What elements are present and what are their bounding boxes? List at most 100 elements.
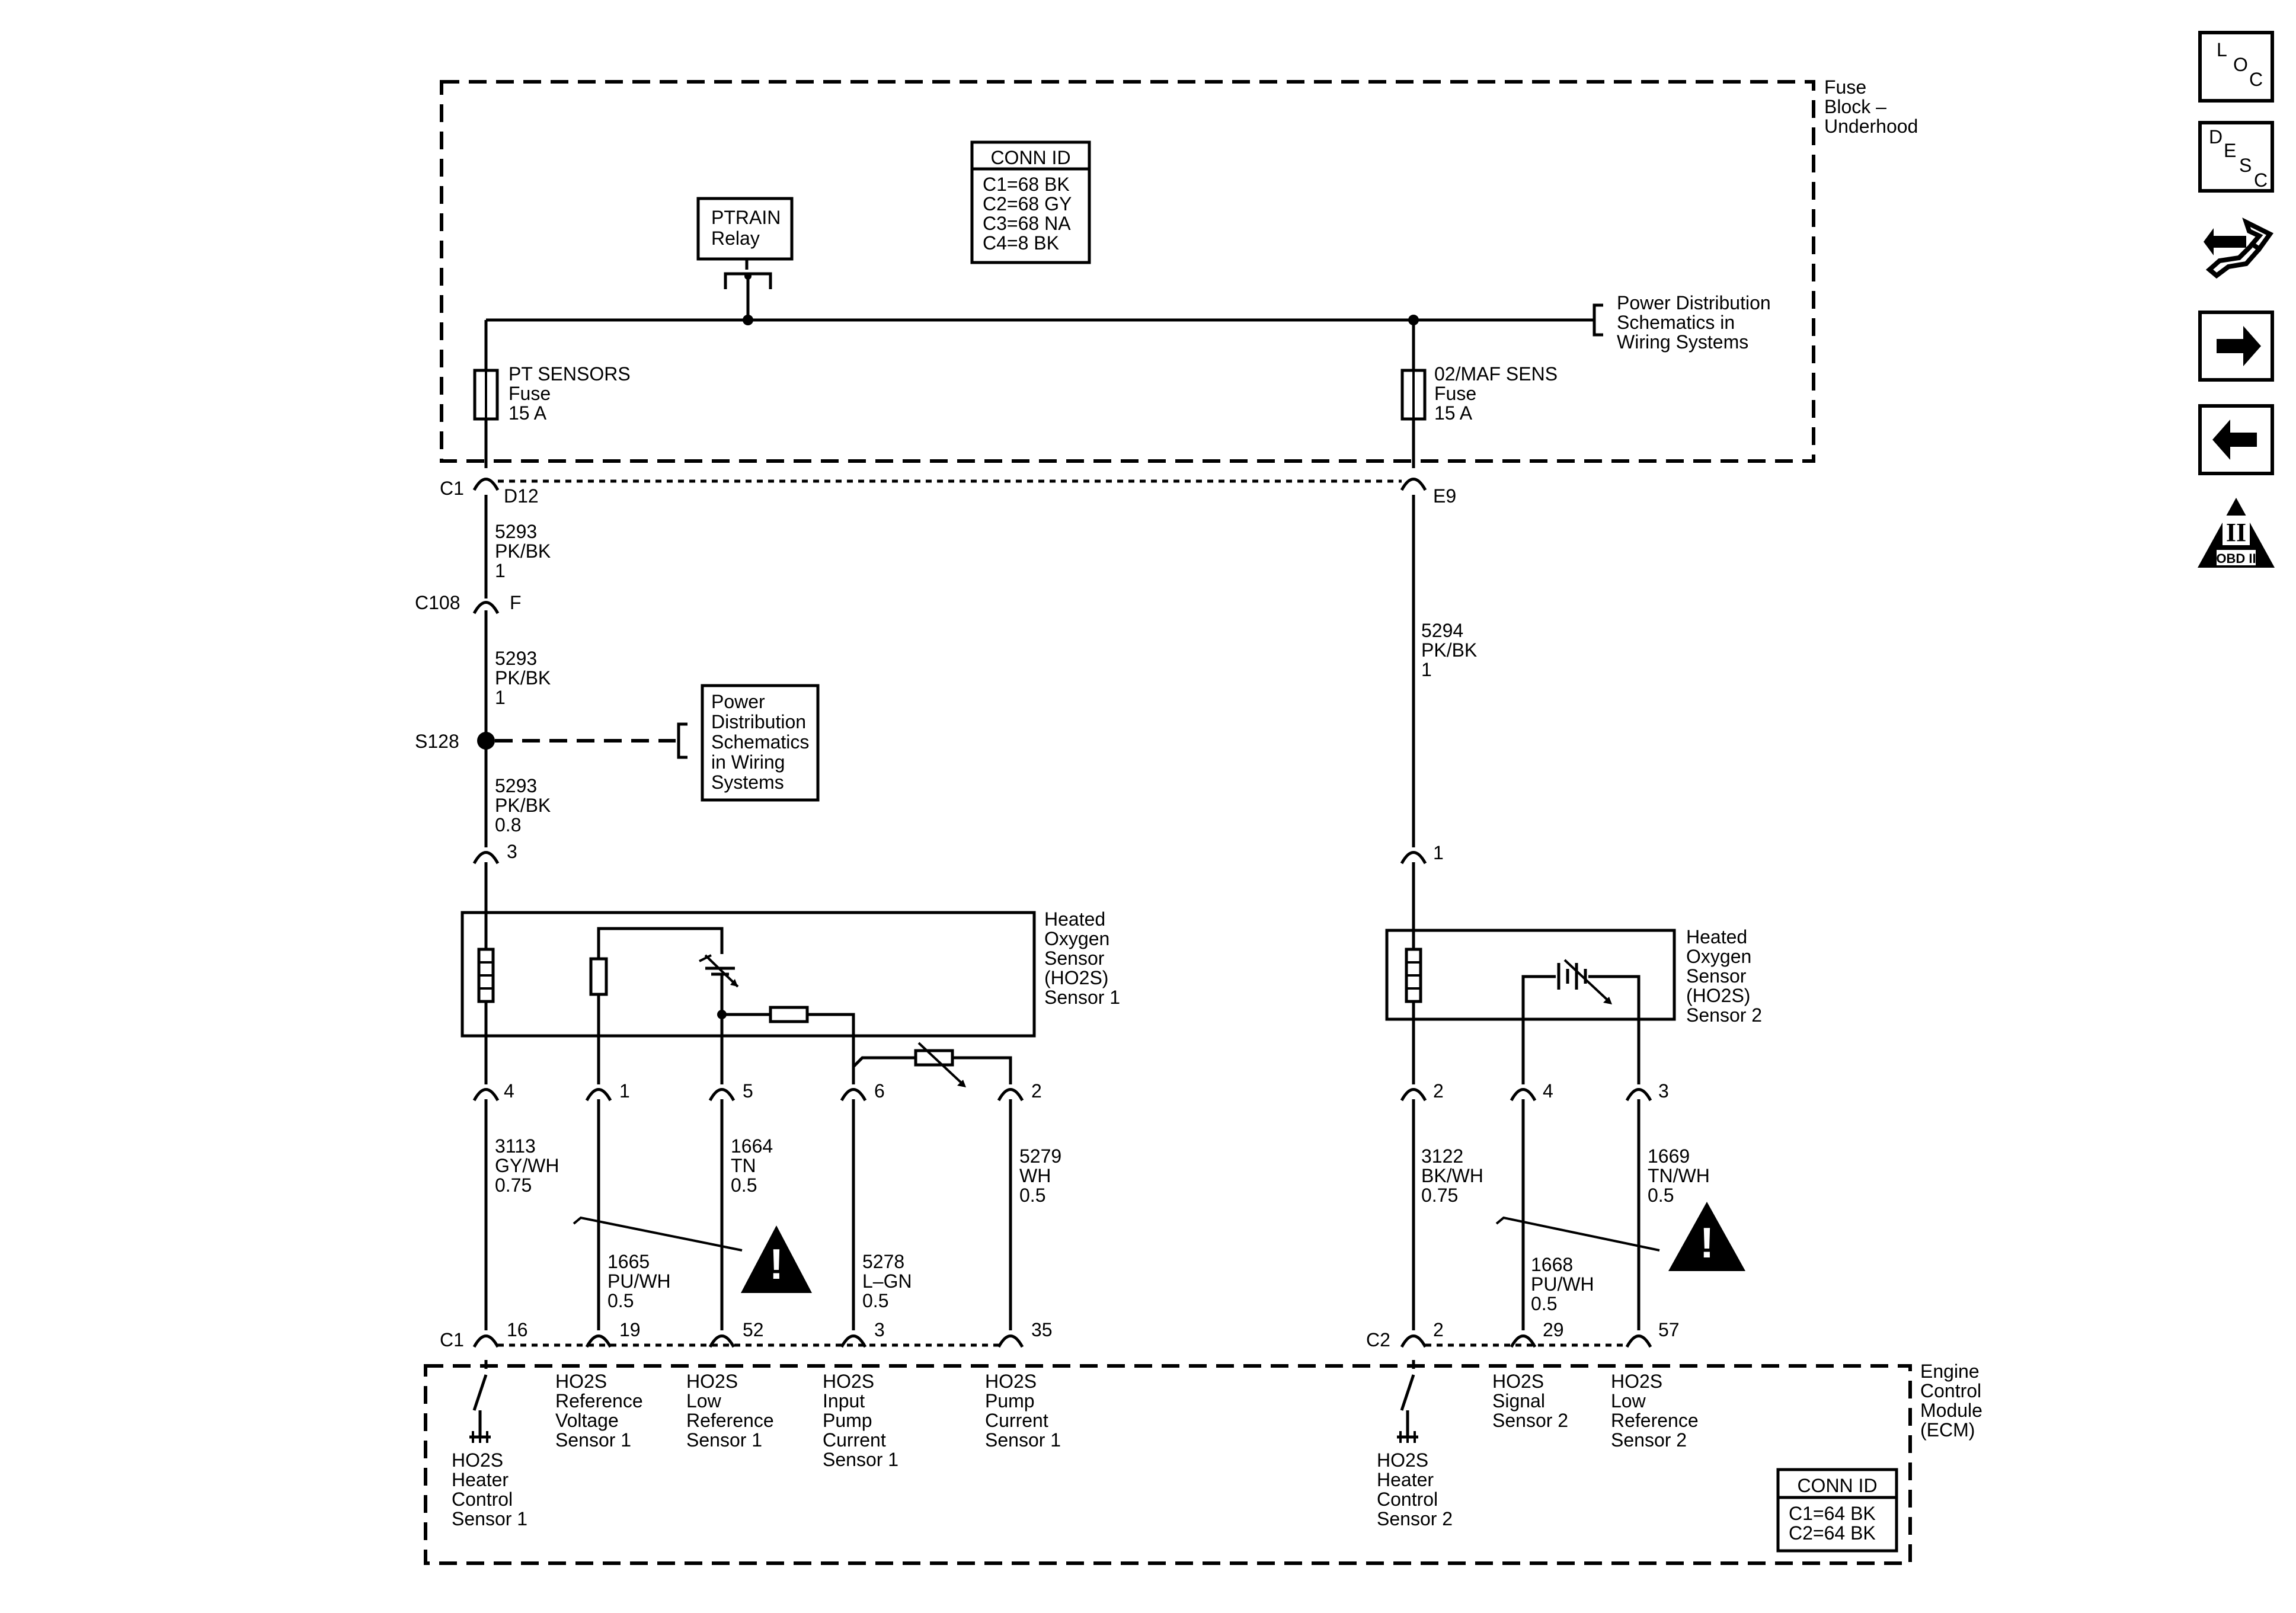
desc-letter: C xyxy=(2254,169,2268,191)
ecm-signal-2-label: Sensor 2 xyxy=(1492,1410,1568,1431)
wire-5293-label: 1 xyxy=(495,560,506,581)
connector-terminal xyxy=(1625,1088,1652,1102)
ecm-low-ref-2-label: Low xyxy=(1611,1390,1646,1412)
ecm-input-pump-1-label: Sensor 1 xyxy=(823,1449,898,1470)
conn-id-row: C2=68 GY xyxy=(983,193,1072,215)
ecm-low-ref-2-label: Sensor 2 xyxy=(1611,1429,1687,1451)
ecm-heater-1-label: HO2S xyxy=(452,1449,503,1471)
connector-terminal xyxy=(585,1334,612,1348)
relay-label: PTRAIN xyxy=(711,207,781,228)
wire-5279-label: 5279 xyxy=(1019,1145,1061,1167)
heater-control-switch-2 xyxy=(1397,1360,1418,1443)
ecm-ref-voltage-1-label: Sensor 1 xyxy=(555,1429,631,1451)
connector-terminal xyxy=(1400,1334,1427,1348)
ecm-pin-label: 3 xyxy=(874,1319,885,1340)
sensor1-pin-label: 6 xyxy=(874,1080,885,1102)
ecm-low-ref-1-label: Low xyxy=(686,1390,722,1412)
ecm-ref-voltage-1-label: Voltage xyxy=(555,1410,619,1431)
wrench-connector-icon xyxy=(2204,217,2273,279)
ecm-low-ref-2-label: Reference xyxy=(1611,1410,1699,1431)
connector-terminal xyxy=(472,478,500,491)
splice-reference-box xyxy=(701,684,820,802)
location-button[interactable]: LOC xyxy=(2198,31,2274,103)
ecm-conn-id-header: CONN ID xyxy=(1797,1475,1877,1496)
connector-end-view-button[interactable] xyxy=(2204,217,2273,279)
ecm-title-line: Engine xyxy=(1920,1361,1980,1382)
connector-terminal xyxy=(997,1088,1024,1102)
c108-pin-label: F xyxy=(510,592,522,613)
ecm-ref-voltage-1-label: HO2S xyxy=(555,1371,607,1392)
ecm-heater-2-label: HO2S xyxy=(1377,1449,1428,1471)
fuse-block-title-line: Underhood xyxy=(1824,116,1918,137)
wire-3122-label: 3122 xyxy=(1421,1145,1463,1167)
wire-5294-label: PK/BK xyxy=(1421,639,1477,661)
pt-sensors-fuse-label: Fuse xyxy=(509,383,551,404)
fuse-block-outline xyxy=(440,80,1815,463)
wire-5278-label: 0.5 xyxy=(862,1290,888,1311)
ecm-low-ref-1-label: Reference xyxy=(686,1410,774,1431)
ecm-pump-current-1-label: Pump xyxy=(985,1390,1035,1412)
splice-ref-text: in Wiring xyxy=(711,751,785,773)
heater-control-switch-1 xyxy=(469,1360,491,1443)
desc-letter: E xyxy=(2224,140,2236,161)
fuse-block-title-line: Block – xyxy=(1824,96,1886,117)
ecm-pin-label: 52 xyxy=(743,1319,764,1340)
pt-sensors-fuse-label: PT SENSORS xyxy=(509,363,631,385)
wire-1669-label: 1669 xyxy=(1648,1145,1690,1167)
ecm-heater-2-label: Heater xyxy=(1377,1469,1434,1490)
wire-1669-label: TN/WH xyxy=(1648,1165,1710,1186)
wire-5293-label: PK/BK xyxy=(495,667,551,689)
connector-terminal xyxy=(997,1334,1024,1348)
sensor-2-wires xyxy=(1412,1099,1660,1330)
pin-d12-label: D12 xyxy=(504,485,539,507)
sensor-2-label: Oxygen xyxy=(1686,946,1751,967)
ecm-heater-1-label: Heater xyxy=(452,1469,509,1490)
power-distribution-ref-text: Power Distribution xyxy=(1617,292,1771,313)
wire-1668-label: 1668 xyxy=(1531,1254,1573,1275)
ecm-low-ref-1-label: Sensor 1 xyxy=(686,1429,762,1451)
wire-5279-label: WH xyxy=(1019,1165,1051,1186)
desc-letter: S xyxy=(2239,155,2252,176)
s128-label: S128 xyxy=(415,731,459,752)
connector-terminal xyxy=(472,1334,500,1348)
conn-id-row: C3=68 NA xyxy=(983,213,1071,234)
wire-1664-label: 1664 xyxy=(731,1135,773,1157)
next-page-button[interactable] xyxy=(2198,311,2274,382)
obd-ii-button[interactable]: II OBD II xyxy=(2198,498,2275,568)
ecm-heater-1-label: Control xyxy=(452,1489,513,1510)
connector-terminal xyxy=(1510,1334,1537,1348)
obd-ii-label: OBD II xyxy=(2216,551,2256,566)
sensor1-pin-3: 3 xyxy=(507,841,517,862)
sensor-1-wires xyxy=(484,1099,1012,1330)
ecm-pin-label: 35 xyxy=(1031,1319,1053,1340)
sensor2-pin-label: 4 xyxy=(1543,1080,1553,1102)
previous-page-button[interactable] xyxy=(2198,404,2274,475)
ecm-pin-label: 19 xyxy=(619,1319,641,1340)
c108-label: C108 xyxy=(415,592,461,613)
power-distribution-ref-text: Schematics in xyxy=(1617,312,1735,333)
connector-terminal xyxy=(1400,1088,1427,1102)
wire-5278-label: 5278 xyxy=(862,1251,904,1272)
sensor-2-label: Sensor 2 xyxy=(1686,1004,1762,1026)
ecm-conn-id-row: C2=64 BK xyxy=(1789,1522,1876,1544)
wire-1665-label: 0.5 xyxy=(607,1290,634,1311)
connector-terminal xyxy=(472,851,500,865)
ecm-pin-label: 16 xyxy=(507,1319,528,1340)
wire-5293-label: 5293 xyxy=(495,521,537,542)
o2-maf-fuse-label: Fuse xyxy=(1434,383,1476,404)
ecm-input-pump-1-label: Input xyxy=(823,1390,865,1412)
fuse-block-title-line: Fuse xyxy=(1824,76,1866,98)
splice-ref-text: Schematics xyxy=(711,731,809,753)
wire-5293-label: PK/BK xyxy=(495,540,551,562)
relay-label: Relay xyxy=(711,228,760,249)
ecm-title-line: Control xyxy=(1920,1380,1981,1401)
